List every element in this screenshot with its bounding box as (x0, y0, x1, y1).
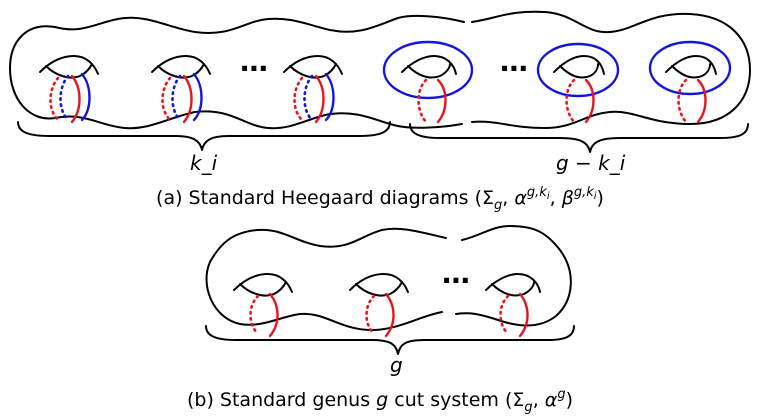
handle-hole-icon (289, 63, 337, 79)
top-handle-4 (382, 40, 474, 124)
bottom-surface-right-outline (455, 225, 572, 327)
alpha-curve-back (499, 294, 510, 336)
top-surface (9, 10, 751, 130)
handle-hole-icon (355, 281, 403, 297)
handle-hole-icon (157, 63, 205, 79)
handle-hole-icon (349, 272, 409, 293)
bottom-handle-1 (233, 272, 293, 338)
caption-a: (a) Standard Heegaard diagrams (Σg, αg,k… (156, 185, 604, 213)
beta-loop (648, 40, 732, 96)
alpha-curve-front (384, 292, 395, 338)
handle-hole-icon (151, 54, 211, 75)
alpha-curve-front (70, 74, 81, 124)
alpha-curve-back (161, 76, 172, 122)
top-handle-2 (151, 54, 211, 124)
handle-hole-icon (39, 54, 99, 75)
brace-left-label: k_i (190, 151, 218, 175)
handle-hole-icon (239, 281, 287, 297)
alpha-curve-back (677, 78, 688, 124)
top-surface-left-outline (9, 14, 465, 130)
brace-bottom (205, 325, 575, 355)
top-handle-3 (283, 54, 343, 124)
beta-curve-front (192, 72, 203, 122)
alpha-curve-back (293, 76, 304, 122)
brace-left (17, 121, 391, 151)
bottom-handle-3 (485, 272, 541, 338)
alpha-curve-front (182, 74, 193, 124)
alpha-curve-back (249, 294, 260, 336)
handle-hole-icon (283, 54, 343, 75)
handle-hole-icon (233, 272, 293, 293)
alpha-curve-front (518, 292, 529, 338)
handle-hole-icon (491, 281, 535, 297)
handle-hole-icon (45, 63, 93, 79)
beta-loop (536, 42, 620, 98)
alpha-curve-back (565, 78, 576, 124)
handle-hole-icon (553, 54, 605, 75)
top-surface-right-outline (471, 10, 751, 129)
brace-bottom-label: g (390, 353, 403, 377)
brace-right-label: g − k_i (556, 151, 626, 175)
alpha-curve-back (417, 78, 428, 124)
handle-hole-icon (671, 63, 711, 79)
handle-hole-icon (401, 54, 457, 75)
top-ellipsis-left: ⋯ (240, 52, 268, 85)
brace-right (409, 123, 749, 153)
handle-hole-icon (665, 54, 717, 75)
caption-b: (b) Standard genus g cut system (Σg, αg) (187, 387, 573, 415)
beta-curve-back (171, 74, 182, 122)
top-handle-5 (536, 42, 620, 124)
beta-curve-back (303, 74, 314, 122)
beta-curve-front (324, 72, 335, 122)
top-ellipsis-right: ⋯ (500, 52, 528, 85)
top-handle-1 (39, 54, 99, 124)
bottom-ellipsis: ⋯ (442, 264, 470, 297)
alpha-curve-back (365, 294, 376, 336)
beta-curve-front (80, 72, 91, 122)
bottom-surface-left-outline (205, 227, 447, 331)
alpha-curve-front (314, 74, 325, 124)
beta-loop (382, 40, 474, 100)
alpha-curve-front (584, 78, 595, 124)
beta-curve-back (59, 74, 70, 122)
alpha-curve-front (436, 78, 447, 124)
alpha-curve-back (49, 76, 60, 122)
top-handle-6 (648, 40, 732, 124)
handle-hole-icon (485, 272, 541, 293)
alpha-curve-front (268, 292, 279, 338)
bottom-handle-2 (349, 272, 409, 338)
bottom-surface (205, 225, 572, 331)
handle-hole-icon (559, 63, 599, 79)
alpha-curve-front (696, 78, 707, 124)
handle-hole-icon (407, 63, 451, 79)
